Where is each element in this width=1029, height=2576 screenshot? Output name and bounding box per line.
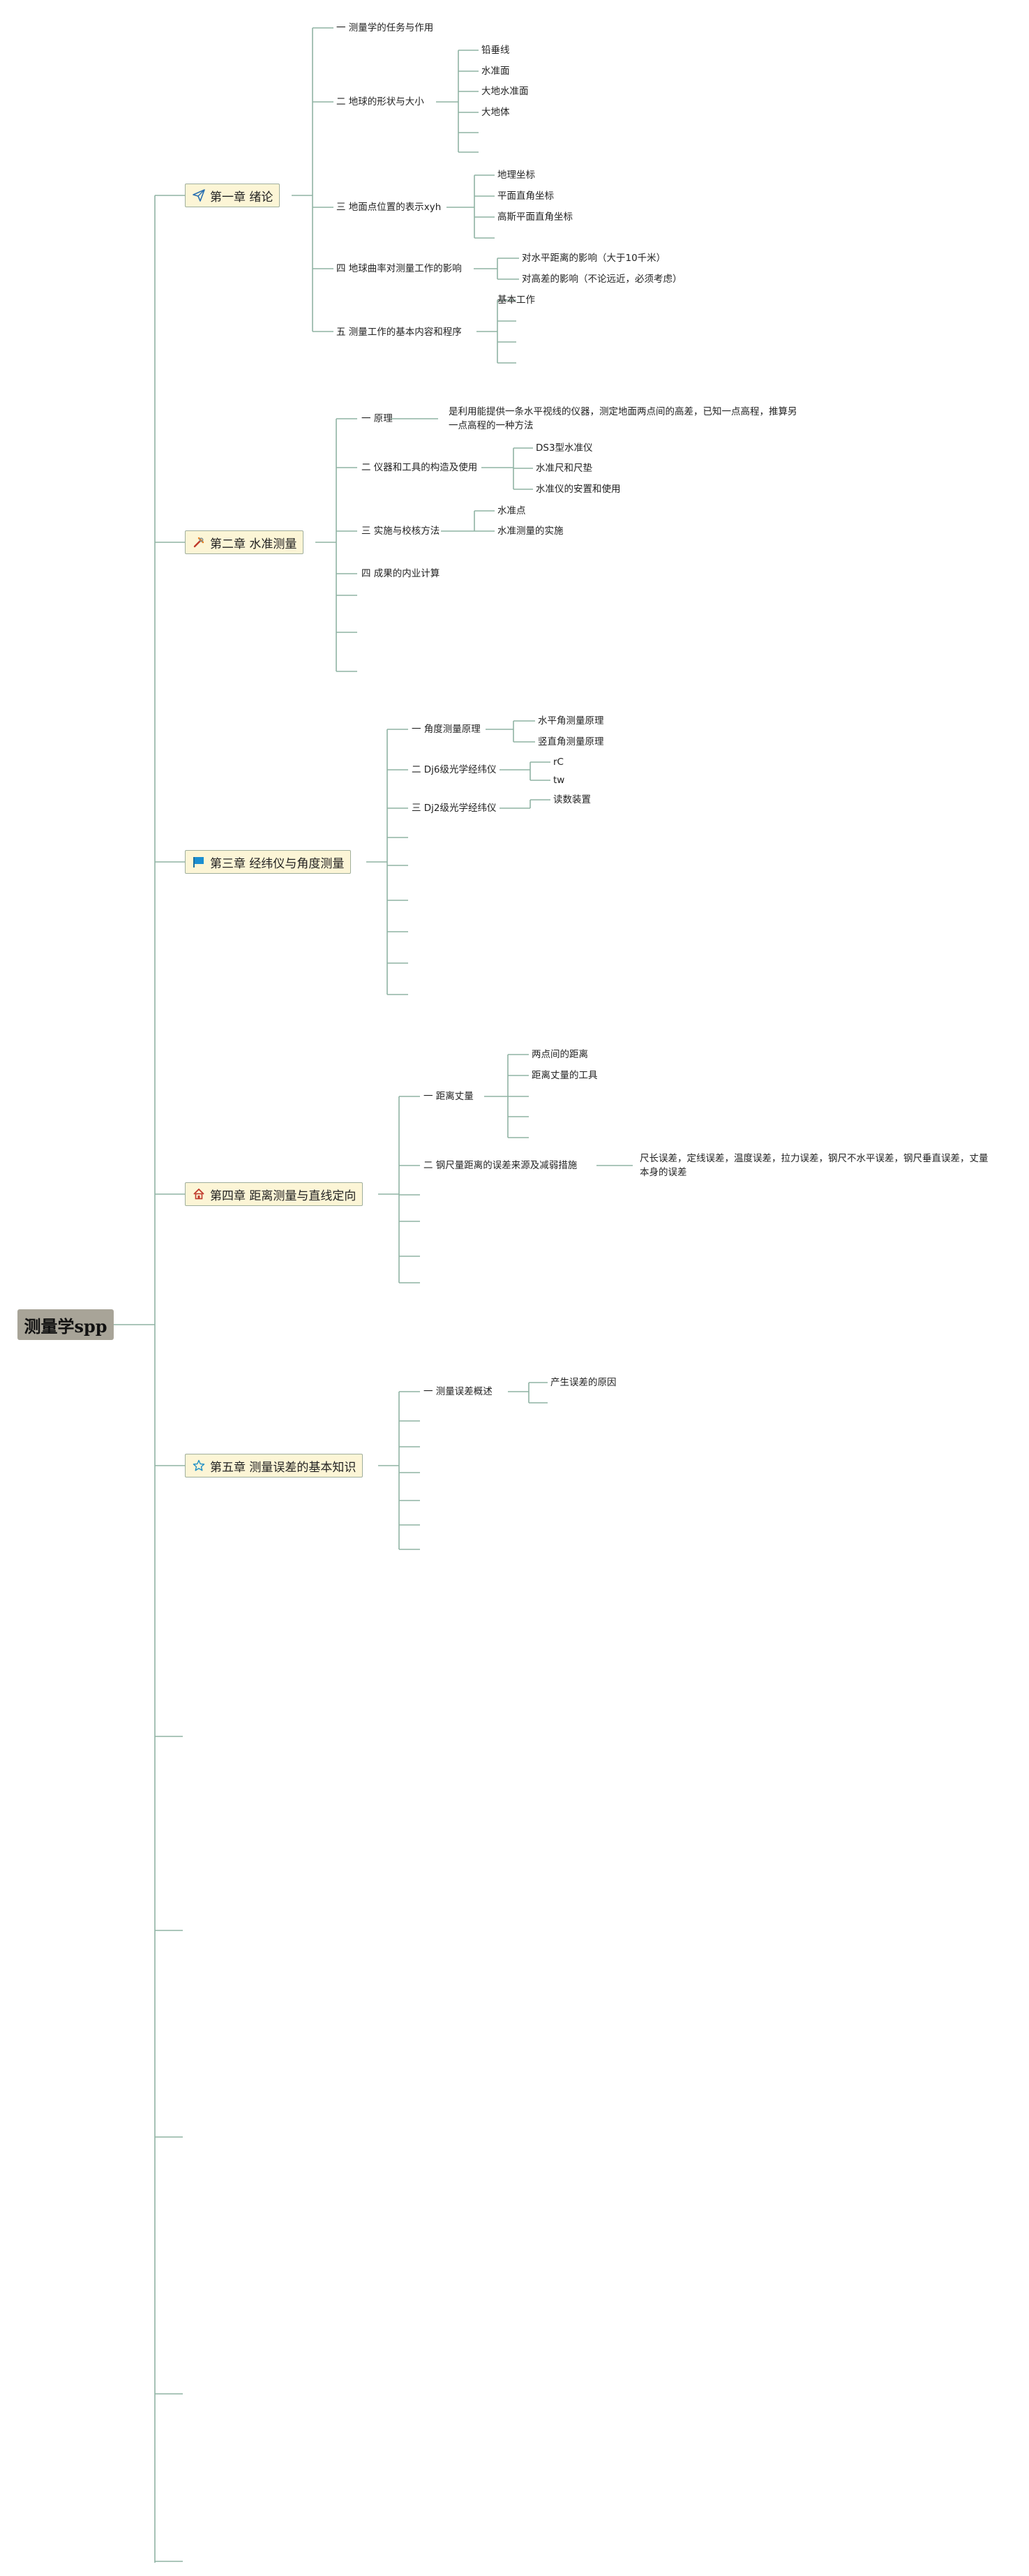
chapter-1-node[interactable]: 第一章 绪论 — [185, 184, 280, 207]
ch2-topic-2[interactable]: 二 仪器和工具的构造及使用 — [361, 462, 478, 473]
chapter-5-node[interactable]: 第五章 测量误差的基本知识 — [185, 1454, 363, 1477]
chapter-3-title: 第三章 经纬仪与角度测量 — [210, 856, 345, 871]
ch4-t1-leaf-1[interactable]: 两点间的距离 — [532, 1049, 588, 1060]
ch3-topic-3[interactable]: 三 Dj2级光学经纬仪 — [412, 803, 497, 814]
paper-plane-icon — [192, 188, 206, 202]
ch4-t2-leaf-1[interactable]: 尺长误差，定线误差，温度误差，拉力误差，钢尺不水平误差，钢尺垂直误差，丈量本身的… — [640, 1153, 989, 1178]
ch3-topic-2[interactable]: 二 Dj6级光学经纬仪 — [412, 764, 497, 775]
ch1-t4-leaf-1[interactable]: 对水平距离的影响（大于10千米） — [522, 253, 666, 264]
ch2-t2-leaf-1[interactable]: DS3型水准仪 — [536, 442, 593, 454]
flag-icon — [192, 855, 206, 869]
ch2-t3-leaf-2[interactable]: 水准测量的实施 — [497, 526, 564, 537]
ch2-t1-leaf-1[interactable]: 是利用能提供一条水平视线的仪器，测定地面两点间的高差，已知一点高程，推算另一点高… — [449, 406, 797, 431]
ch1-t5-leaf-1[interactable]: 基本工作 — [497, 295, 535, 306]
chapter-3-node[interactable]: 第三章 经纬仪与角度测量 — [185, 850, 352, 874]
chapter-1-title: 第一章 绪论 — [210, 190, 273, 204]
ch1-t2-leaf-2[interactable]: 水准面 — [481, 66, 510, 77]
ch4-t1-leaf-2[interactable]: 距离丈量的工具 — [532, 1070, 598, 1081]
ch3-topic-1[interactable]: 一 角度测量原理 — [412, 724, 481, 735]
root-topic[interactable]: 测量学spp — [17, 1309, 114, 1340]
ch4-topic-1[interactable]: 一 距离丈量 — [423, 1091, 474, 1102]
ch1-topic-5[interactable]: 五 测量工作的基本内容和程序 — [336, 327, 462, 338]
ch2-topic-4[interactable]: 四 成果的内业计算 — [361, 568, 440, 579]
ch2-topic-1[interactable]: 一 原理 — [361, 413, 393, 424]
ch2-topic-3[interactable]: 三 实施与校核方法 — [361, 526, 440, 537]
ch3-t2-leaf-2[interactable]: tw — [553, 775, 565, 786]
ch1-t2-leaf-3[interactable]: 大地水准面 — [481, 86, 529, 97]
ch1-t2-leaf-1[interactable]: 铅垂线 — [481, 45, 510, 56]
ch3-t3-leaf-1[interactable]: 读数装置 — [553, 794, 591, 805]
ch1-topic-1[interactable]: 一 测量学的任务与作用 — [336, 22, 434, 33]
ch2-t3-leaf-1[interactable]: 水准点 — [497, 505, 526, 516]
ch1-t3-leaf-3[interactable]: 高斯平面直角坐标 — [497, 211, 573, 223]
home-icon — [192, 1187, 206, 1201]
chapter-5-title: 第五章 测量误差的基本知识 — [210, 1460, 356, 1475]
chapter-2-node[interactable]: 第二章 水准测量 — [185, 530, 304, 554]
ch5-topic-1[interactable]: 一 测量误差概述 — [423, 1386, 493, 1397]
ch3-t1-leaf-2[interactable]: 竖直角测量原理 — [538, 736, 604, 747]
ch1-t4-leaf-2[interactable]: 对高差的影响（不论远近，必须考虑） — [522, 274, 682, 285]
ch1-topic-3[interactable]: 三 地面点位置的表示xyh — [336, 202, 442, 213]
ch1-t3-leaf-1[interactable]: 地理坐标 — [497, 170, 535, 181]
ch3-t2-leaf-1[interactable]: rC — [553, 757, 564, 768]
ch1-t2-leaf-4[interactable]: 大地体 — [481, 107, 510, 118]
ch4-topic-2[interactable]: 二 钢尺量距离的误差来源及减弱措施 — [423, 1160, 578, 1171]
chapter-2-title: 第二章 水准测量 — [210, 537, 297, 551]
chapter-4-title: 第四章 距离测量与直线定向 — [210, 1189, 356, 1203]
star-icon — [192, 1459, 206, 1473]
tools-icon — [192, 535, 206, 549]
ch3-t1-leaf-1[interactable]: 水平角测量原理 — [538, 715, 604, 727]
ch1-topic-2[interactable]: 二 地球的形状与大小 — [336, 96, 424, 107]
ch5-t1-leaf-1[interactable]: 产生误差的原因 — [550, 1377, 617, 1388]
ch1-topic-4[interactable]: 四 地球曲率对测量工作的影响 — [336, 263, 462, 274]
ch2-t2-leaf-3[interactable]: 水准仪的安置和使用 — [536, 484, 621, 495]
ch2-t2-leaf-2[interactable]: 水准尺和尺垫 — [536, 463, 592, 474]
ch1-t3-leaf-2[interactable]: 平面直角坐标 — [497, 191, 554, 202]
chapter-4-node[interactable]: 第四章 距离测量与直线定向 — [185, 1182, 363, 1206]
